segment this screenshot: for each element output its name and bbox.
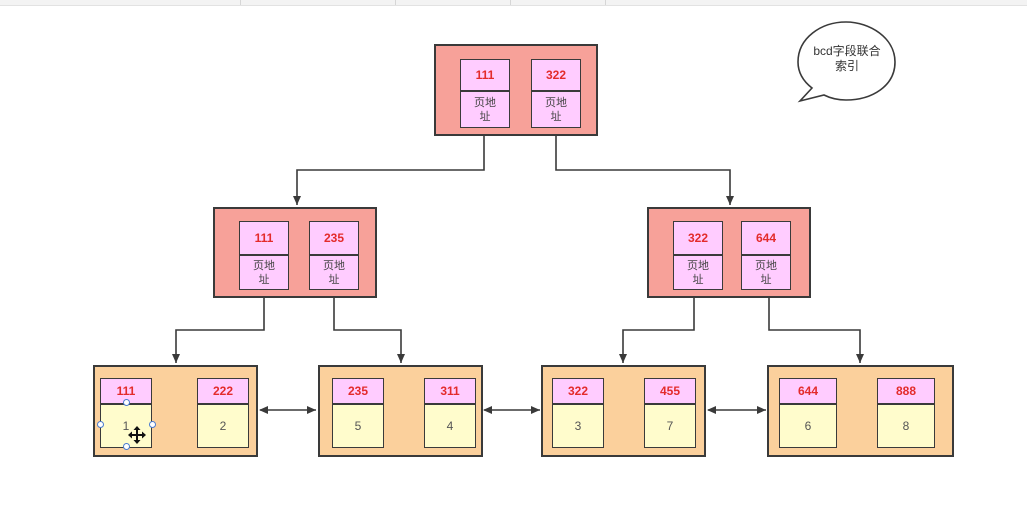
leaf3-value-2: 7: [644, 404, 696, 448]
root-page-pointer-2: 页地址: [531, 91, 581, 128]
annotation-line-1: bcd字段联合: [813, 44, 881, 58]
internal-right-key-2: 644: [741, 221, 791, 255]
selection-handle-right[interactable]: [149, 421, 156, 428]
leaf-node-3[interactable]: 322 3 455 7: [541, 365, 706, 457]
internal-right-key-1: 322: [673, 221, 723, 255]
leaf2-key-2: 311: [424, 378, 476, 404]
selection-handle-left[interactable]: [97, 421, 104, 428]
internal-left-key-2: 235: [309, 221, 359, 255]
leaf-node-1[interactable]: 111 1 222 2: [93, 365, 258, 457]
leaf1-key-2: 222: [197, 378, 249, 404]
leaf3-key-1: 322: [552, 378, 604, 404]
selection-handle-bottom[interactable]: [123, 443, 130, 450]
internal-right-page-pointer-1: 页地址: [673, 255, 723, 290]
internal-right-page-pointer-2: 页地址: [741, 255, 791, 290]
toolbar-separator: [395, 0, 396, 5]
leaf-node-2[interactable]: 235 5 311 4: [318, 365, 483, 457]
leaf3-value-1: 3: [552, 404, 604, 448]
edge-left-leaf2: [333, 297, 405, 363]
editor-toolbar-strip: [0, 0, 1027, 6]
toolbar-separator: [240, 0, 241, 5]
selection-handle-top[interactable]: [123, 399, 130, 406]
leaf4-key-2: 888: [877, 378, 935, 404]
leaf2-key-1: 235: [332, 378, 384, 404]
edge-right-leaf4: [768, 297, 864, 363]
leaf4-value-1: 6: [779, 404, 837, 448]
root-key-1: 111: [460, 59, 510, 91]
leaf-node-4[interactable]: 644 6 888 8: [767, 365, 954, 457]
internal-left-page-pointer-2: 页地址: [309, 255, 359, 290]
root-page-pointer-1: 页地址: [460, 91, 510, 128]
annotation-text: bcd字段联合 索引: [800, 44, 894, 74]
edge-root-left: [293, 134, 485, 205]
leaf1-value-1: 1: [100, 404, 152, 448]
toolbar-separator: [510, 0, 511, 5]
internal-node-left[interactable]: 111 页地址 235 页地址: [213, 207, 377, 298]
leaf4-key-1: 644: [779, 378, 837, 404]
leaf2-value-2: 4: [424, 404, 476, 448]
edge-root-right: [555, 134, 734, 205]
internal-left-key-1: 111: [239, 221, 289, 255]
leaf2-value-1: 5: [332, 404, 384, 448]
annotation-line-2: 索引: [834, 59, 859, 73]
edge-left-leaf1: [172, 297, 265, 363]
internal-node-right[interactable]: 322 页地址 644 页地址: [647, 207, 811, 298]
root-key-2: 322: [531, 59, 581, 91]
annotation-bubble: [797, 21, 896, 103]
internal-left-page-pointer-1: 页地址: [239, 255, 289, 290]
edge-right-leaf3: [619, 297, 695, 363]
move-cursor-icon: [128, 426, 146, 444]
root-node[interactable]: 111 页地址 322 页地址: [434, 44, 598, 136]
leaf1-value-2: 2: [197, 404, 249, 448]
leaf3-key-2: 455: [644, 378, 696, 404]
leaf4-value-2: 8: [877, 404, 935, 448]
toolbar-separator: [605, 0, 606, 5]
